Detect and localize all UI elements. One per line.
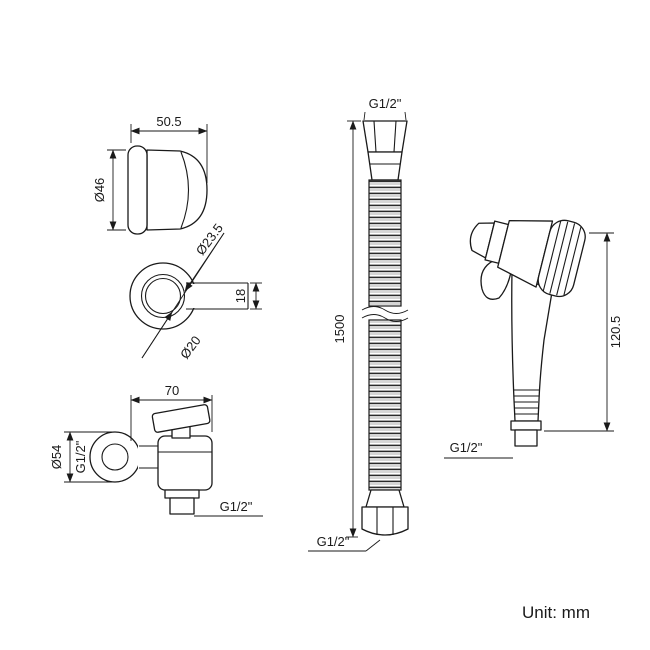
hose-top-thread: G1/2" <box>363 96 407 121</box>
hose-bottom-ferrule <box>365 489 405 508</box>
supply-inner-dia-label: Ø20 <box>177 333 204 362</box>
sprayer-connector-collar <box>510 420 542 431</box>
sprayer-height-dim-label: 120.5 <box>608 316 623 349</box>
sprayer-cone <box>497 219 554 288</box>
hose-break-mark <box>361 314 409 322</box>
sprayer-thread: G1/2" <box>444 440 513 459</box>
hose-lower-segment <box>368 319 402 491</box>
supply-depth-dim-label: 18 <box>233 289 248 303</box>
sprayer-handle <box>511 269 553 422</box>
hose-break-mark <box>361 306 409 314</box>
valve-inlet-thread-label: G1/2" <box>73 440 88 473</box>
angle-valve: 70 Ø54 G1/2" G1/2" <box>49 383 263 517</box>
valve-body <box>157 435 213 491</box>
bracket-width-dim-label: 50.5 <box>156 114 181 129</box>
supply-pipe-body <box>186 284 248 308</box>
valve-handle <box>151 404 211 433</box>
valve-width-dim-label: 70 <box>165 383 179 398</box>
wall-supply-elbow: Ø23.5 Ø20 18 <box>129 221 262 362</box>
valve-flange-circle <box>89 431 141 483</box>
supply-middle-circle <box>140 273 186 319</box>
hose-bottom-nut <box>361 506 409 536</box>
bracket-cup-outline <box>146 149 208 231</box>
sprayer-connector-nut <box>514 429 538 447</box>
sprayer: 120.5 G1/2" <box>444 219 623 459</box>
hose-bottom-thread: G1/2" <box>308 534 381 552</box>
valve-flange-inner-circle <box>101 443 129 471</box>
hose-bottom-thread-label: G1/2" <box>317 534 350 549</box>
bracket-rim-line <box>180 151 189 229</box>
bracket-width-dimension: 50.5 <box>130 114 208 183</box>
sprayer-part <box>469 219 586 447</box>
valve-width-dimension: 70 <box>130 383 213 441</box>
supply-inner-circle <box>144 277 182 315</box>
valve-flange-dimension: Ø54 G1/2" <box>49 431 112 483</box>
hose-top-thread-label: G1/2" <box>369 96 402 111</box>
bracket-part <box>127 145 208 235</box>
hose-top-ferrule <box>367 151 403 181</box>
valve-flange-dia-label: Ø54 <box>49 445 64 470</box>
hose-length-dimension: 1500 <box>332 120 361 538</box>
hose-top-nut <box>362 120 408 153</box>
valve-outlet-thread: G1/2" <box>194 499 263 517</box>
hose-length-dim-label: 1500 <box>332 315 347 344</box>
hose-upper-segment <box>368 179 402 307</box>
unit-label: Unit: mm <box>522 603 590 622</box>
sprayer-back-cap <box>537 219 586 298</box>
wall-bracket: 50.5 Ø46 <box>92 114 208 235</box>
bracket-diameter-dim-label: Ø46 <box>92 178 107 203</box>
sprayer-thread-label: G1/2" <box>450 440 483 455</box>
sprayer-nozzle-tip <box>469 222 495 259</box>
bracket-diameter-dimension: Ø46 <box>92 149 126 231</box>
valve-outlet-collar <box>164 489 200 499</box>
hose: G1/2" 1500 G1/2" <box>308 96 409 552</box>
supply-outer-dia-label: Ø23.5 <box>193 221 226 258</box>
valve-part <box>89 404 213 515</box>
valve-outlet-thread-label: G1/2" <box>220 499 253 514</box>
bracket-flange <box>127 145 148 235</box>
hose-part <box>361 120 409 536</box>
supply-depth-dimension: 18 <box>233 282 262 310</box>
sprayer-head <box>469 219 586 298</box>
valve-outlet-pipe <box>169 497 195 515</box>
wall-supply-part <box>129 262 249 330</box>
sprayer-height-dimension: 120.5 <box>544 232 623 432</box>
